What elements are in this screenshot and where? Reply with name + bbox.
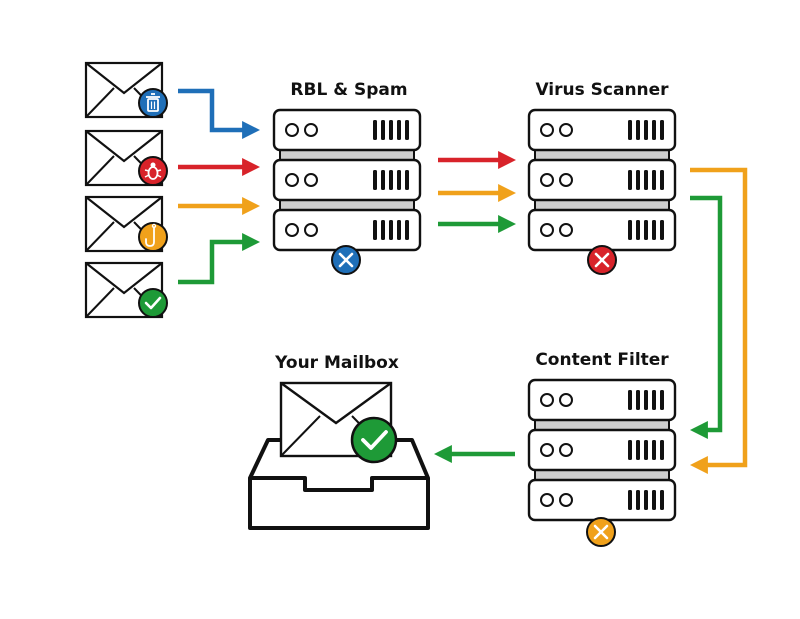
x-icon [331,245,361,275]
content-filter-server [529,380,675,547]
content-filter-title: Content Filter [535,350,669,370]
envelope-phishing [84,195,168,253]
bug-icon [138,156,168,186]
virus-scanner-title: Virus Scanner [535,80,669,100]
envelope-trash [84,61,168,119]
x-icon [586,517,616,547]
mailbox-tray [248,381,430,530]
envelope-virus [84,129,168,187]
fishhook-icon [138,222,168,252]
rbl-spam-server [274,110,420,275]
your-mailbox-title: Your Mailbox [274,353,399,373]
arrow-green-to-rbl [178,233,261,285]
arrow-green-to-content [689,195,723,439]
check-icon [350,416,398,464]
arrow-orange-to-content [689,167,748,474]
x-icon [587,245,617,275]
arrow-blue-to-rbl [178,88,261,139]
check-icon [138,288,168,318]
trash-icon [138,88,168,118]
envelope-clean [84,261,168,319]
virus-scanner-server [529,110,675,275]
rbl-spam-title: RBL & Spam [290,80,407,100]
